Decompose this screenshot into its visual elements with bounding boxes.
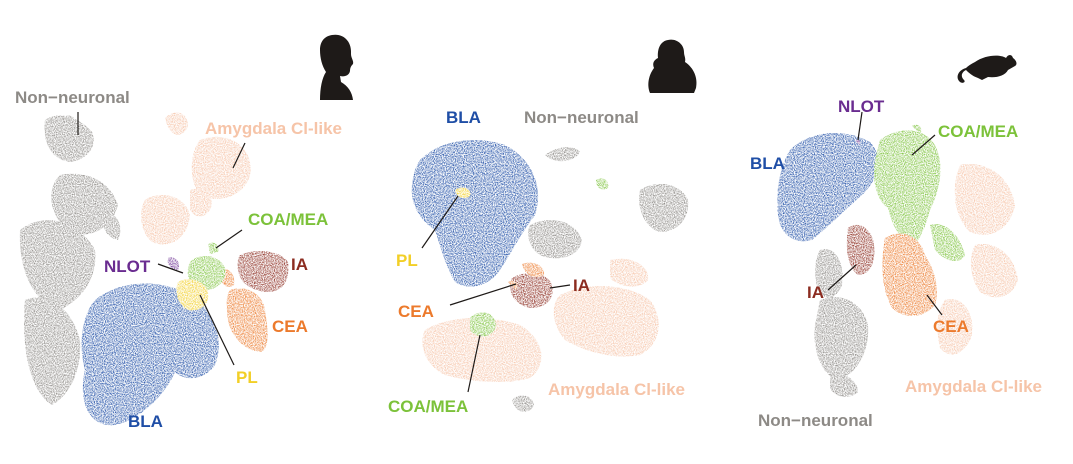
cluster-bla <box>777 132 879 242</box>
panel-human: Non−neuronal Amygdala Cl-like COA/MEA NL… <box>15 34 354 431</box>
label-nlot: NLOT <box>104 257 151 276</box>
label-ia: IA <box>807 283 824 302</box>
label-coa-mea: COA/MEA <box>938 122 1018 141</box>
label-cea: CEA <box>933 317 969 336</box>
leader-lines <box>77 112 246 366</box>
cluster-ia <box>237 250 289 292</box>
label-bla: BLA <box>128 412 163 431</box>
cluster-nlot <box>167 257 180 270</box>
label-cea: CEA <box>272 317 308 336</box>
leader-lines <box>827 111 943 316</box>
label-nlot: NLOT <box>838 97 885 116</box>
label-amygdala-cl-like: Amygdala Cl-like <box>548 380 685 399</box>
monkey-silhouette-icon <box>648 39 697 93</box>
cluster-non-neuronal <box>19 115 121 405</box>
panel-mouse: NLOT COA/MEA BLA IA CEA Amygdala Cl-like… <box>750 55 1042 430</box>
cluster-non-neuronal <box>814 249 869 397</box>
leader-lines <box>421 195 571 393</box>
cluster-cea <box>882 233 937 316</box>
label-coa-mea: COA/MEA <box>388 397 468 416</box>
cluster-coa-mea <box>470 178 609 337</box>
cluster-coa-mea <box>874 124 965 262</box>
cluster-bla <box>411 140 539 287</box>
label-non-neuronal: Non−neuronal <box>524 108 639 127</box>
label-bla: BLA <box>750 154 785 173</box>
label-amygdala-cl-like: Amygdala Cl-like <box>905 377 1042 396</box>
mouse-silhouette-icon <box>957 55 1017 83</box>
label-non-neuronal: Non−neuronal <box>15 88 130 107</box>
panel-monkey: BLA Non−neuronal PL CEA IA COA/MEA Amygd… <box>388 39 697 416</box>
label-bla: BLA <box>446 108 481 127</box>
cluster-amygdala-cl-like <box>937 164 1018 355</box>
cluster-nlot <box>855 139 861 145</box>
label-ia: IA <box>291 255 308 274</box>
human-head-silhouette-icon <box>320 34 354 100</box>
cluster-ia <box>846 224 875 275</box>
cluster-ia <box>510 273 553 308</box>
cluster-pl <box>176 279 209 311</box>
cluster-bla <box>81 283 219 426</box>
cluster-pl <box>455 187 471 198</box>
label-pl: PL <box>396 251 418 270</box>
label-coa-mea: COA/MEA <box>248 210 328 229</box>
label-cea: CEA <box>398 302 434 321</box>
label-pl: PL <box>236 368 258 387</box>
label-amygdala-cl-like: Amygdala Cl-like <box>205 119 342 138</box>
cluster-non-neuronal <box>512 147 689 412</box>
label-ia: IA <box>573 276 590 295</box>
cluster-cea <box>218 268 268 352</box>
label-non-neuronal: Non−neuronal <box>758 411 873 430</box>
cluster-amygdala-cl-like <box>422 258 659 382</box>
cluster-amygdala-cl-like <box>140 112 251 245</box>
